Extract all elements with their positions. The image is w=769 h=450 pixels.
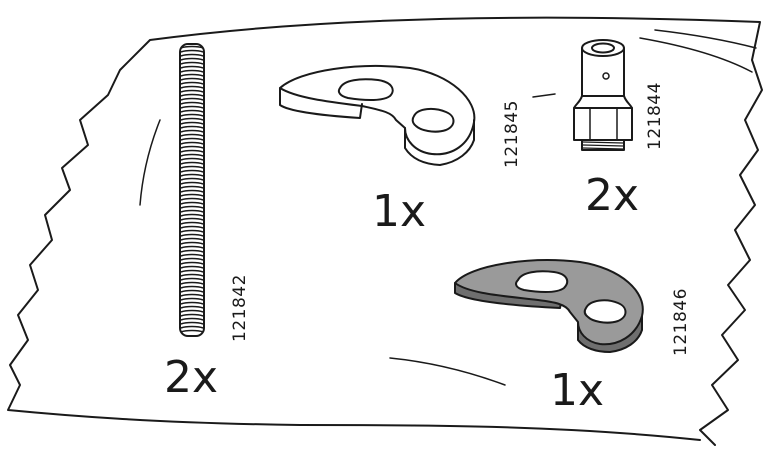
rod-thread-line [180, 153, 204, 157]
rod-thread-line [180, 325, 204, 329]
rod-thread-line [180, 81, 204, 85]
rod-thread-line [180, 261, 204, 265]
rod-thread-line [180, 229, 204, 233]
rod-thread-line [180, 293, 204, 297]
rod-thread-line [180, 313, 204, 317]
rod-thread-line [180, 193, 204, 197]
rod-thread-line [180, 265, 204, 269]
rod-thread-line [180, 77, 204, 81]
rod-thread-line [180, 49, 204, 53]
rod-thread-line [180, 105, 204, 109]
rod-thread-line [180, 61, 204, 65]
rod-thread-line [180, 237, 204, 241]
nut-thread-line [582, 141, 624, 144]
rod-thread-line [180, 145, 204, 149]
rod-thread-line [180, 181, 204, 185]
nut-threads [582, 141, 624, 150]
rod-thread-line [180, 289, 204, 293]
rod-thread-line [180, 201, 204, 205]
rod-thread-line [180, 173, 204, 177]
rod-thread-line [180, 317, 204, 321]
rod-thread-line [180, 309, 204, 313]
rod-thread-line [180, 305, 204, 309]
rod-thread-line [180, 129, 204, 133]
rod-thread-line [180, 213, 204, 217]
rod-thread-line [180, 277, 204, 281]
rod-thread-line [180, 281, 204, 285]
rod-thread-line [180, 45, 204, 49]
rod-thread-line [180, 149, 204, 153]
rod-thread-line [180, 113, 204, 117]
rod-thread-line [180, 89, 204, 93]
rod-thread-line [180, 177, 204, 181]
rod-thread-line [180, 301, 204, 305]
quantity-horseshoe-washer: 1x [550, 365, 604, 416]
rod-thread-line [180, 161, 204, 165]
rod-thread-line [180, 241, 204, 245]
rod-thread-line [180, 97, 204, 101]
rod-thread-line [180, 65, 204, 69]
part-number-121845: 121845 [502, 100, 522, 168]
rod-thread-line [180, 189, 204, 193]
rod-thread-line [180, 125, 204, 129]
rod-thread-line [180, 249, 204, 253]
rod-thread-line [180, 269, 204, 273]
rod-thread-line [180, 85, 204, 89]
quantity-threaded-rod: 2x [164, 352, 218, 403]
rod-thread-line [180, 137, 204, 141]
rod-thread-line [180, 205, 204, 209]
rod-thread-line [180, 169, 204, 173]
rod-thread-line [180, 245, 204, 249]
paper-fold-line [639, 37, 753, 73]
rod-thread-line [180, 225, 204, 229]
part-number-121844: 121844 [645, 82, 665, 150]
rod-thread-line [180, 101, 204, 105]
paper-fold-line [654, 29, 757, 49]
rod-threads [180, 45, 204, 333]
rod-thread-line [180, 273, 204, 277]
rod-thread-line [180, 217, 204, 221]
paper-sheet-outline [7, 16, 763, 446]
horseshoe-bracket-part [279, 65, 476, 166]
rod-thread-line [180, 197, 204, 201]
rod-thread-line [180, 141, 204, 145]
rod-thread-line [180, 233, 204, 237]
quantity-horseshoe-bracket: 1x [372, 186, 426, 237]
rod-thread-line [180, 109, 204, 113]
paper-fold-line [139, 119, 161, 206]
rod-thread-line [180, 257, 204, 261]
rod-thread-line [180, 297, 204, 301]
rod-thread-line [180, 321, 204, 325]
quantity-threaded-nut: 2x [585, 170, 639, 221]
part-number-121842: 121842 [230, 274, 250, 342]
rod-thread-line [180, 69, 204, 73]
threaded-rod-part [179, 43, 205, 337]
horseshoe-washer-part [454, 259, 644, 353]
rod-thread-line [180, 221, 204, 225]
rod-thread-line [180, 93, 204, 97]
rod-thread-line [180, 329, 204, 333]
paper-fold-line [389, 357, 506, 386]
rod-thread-line [180, 73, 204, 77]
rod-thread-line [180, 185, 204, 189]
rod-thread-line [180, 165, 204, 169]
threaded-nut-part [573, 39, 633, 151]
rod-thread-line [180, 157, 204, 161]
part-number-121846: 121846 [671, 288, 691, 356]
rod-thread-line [180, 117, 204, 121]
paper-fold-line [532, 93, 556, 98]
rod-thread-line [180, 57, 204, 61]
rod-thread-line [180, 209, 204, 213]
rod-thread-line [180, 285, 204, 289]
nut-thread-line [582, 147, 624, 150]
rod-thread-line [180, 121, 204, 125]
rod-thread-line [180, 253, 204, 257]
nut-thread-line [582, 144, 624, 147]
rod-thread-line [180, 133, 204, 137]
rod-thread-line [180, 53, 204, 57]
